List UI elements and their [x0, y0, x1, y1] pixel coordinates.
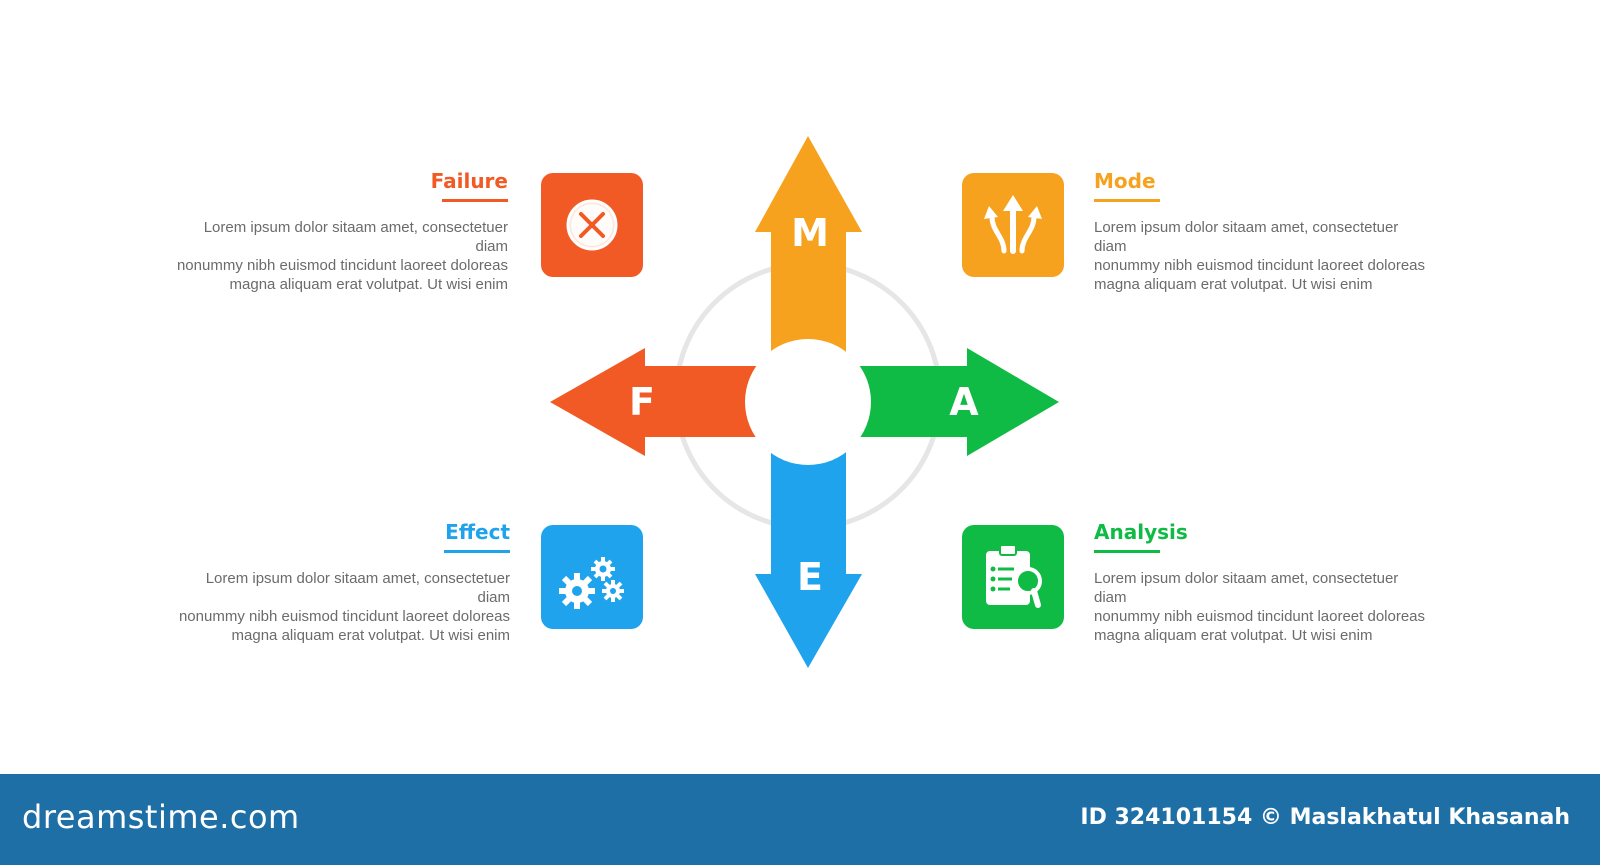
- mode-title: Mode: [1094, 169, 1156, 193]
- failure-label: Failure Lorem ipsum dolor sitaam amet, c…: [168, 169, 508, 294]
- failure-description: Lorem ipsum dolor sitaam amet, consectet…: [176, 219, 508, 293]
- effect-underline: [444, 550, 510, 553]
- arrow-mode-up: [755, 136, 862, 360]
- site-logo: dreamstime.com: [22, 798, 300, 836]
- mode-icon-box: [962, 173, 1064, 277]
- mode-label: Mode Lorem ipsum dolor sitaam amet, cons…: [1094, 169, 1434, 294]
- effect-icon-box: [541, 525, 643, 629]
- analysis-title: Analysis: [1094, 520, 1188, 544]
- letter-a: A: [949, 380, 979, 424]
- watermark-footer: dreamstime.com ID 324101154 © Maslakhatu…: [0, 774, 1600, 865]
- split-arrows-icon: [984, 195, 1042, 254]
- letter-f: F: [629, 380, 655, 424]
- failure-icon-box: [541, 173, 643, 277]
- effect-label: Effect Lorem ipsum dolor sitaam amet, co…: [170, 520, 510, 645]
- arrow-failure-left: [550, 348, 760, 456]
- effect-description: Lorem ipsum dolor sitaam amet, consectet…: [178, 570, 510, 644]
- failure-underline: [442, 199, 508, 202]
- analysis-label: Analysis Lorem ipsum dolor sitaam amet, …: [1094, 520, 1434, 645]
- clipboard-search-icon: [986, 544, 1042, 608]
- letter-e: E: [797, 555, 823, 599]
- analysis-icon-box: [962, 525, 1064, 629]
- analysis-underline: [1094, 550, 1160, 553]
- close-circle-icon: [566, 199, 618, 251]
- fmea-arrow-diagram: M F A E: [550, 136, 1059, 668]
- gears-icon: [559, 557, 624, 609]
- arrow-analysis-right: [856, 348, 1059, 456]
- arrow-effect-down: [755, 444, 862, 668]
- effect-title: Effect: [445, 520, 510, 544]
- center-hub: [745, 339, 871, 465]
- mode-description: Lorem ipsum dolor sitaam amet, consectet…: [1094, 219, 1426, 293]
- mode-underline: [1094, 199, 1160, 202]
- image-credit: ID 324101154 © Maslakhatul Khasanah: [1080, 805, 1570, 830]
- analysis-description: Lorem ipsum dolor sitaam amet, consectet…: [1094, 570, 1426, 644]
- failure-title: Failure: [430, 169, 508, 193]
- letter-m: M: [791, 211, 829, 255]
